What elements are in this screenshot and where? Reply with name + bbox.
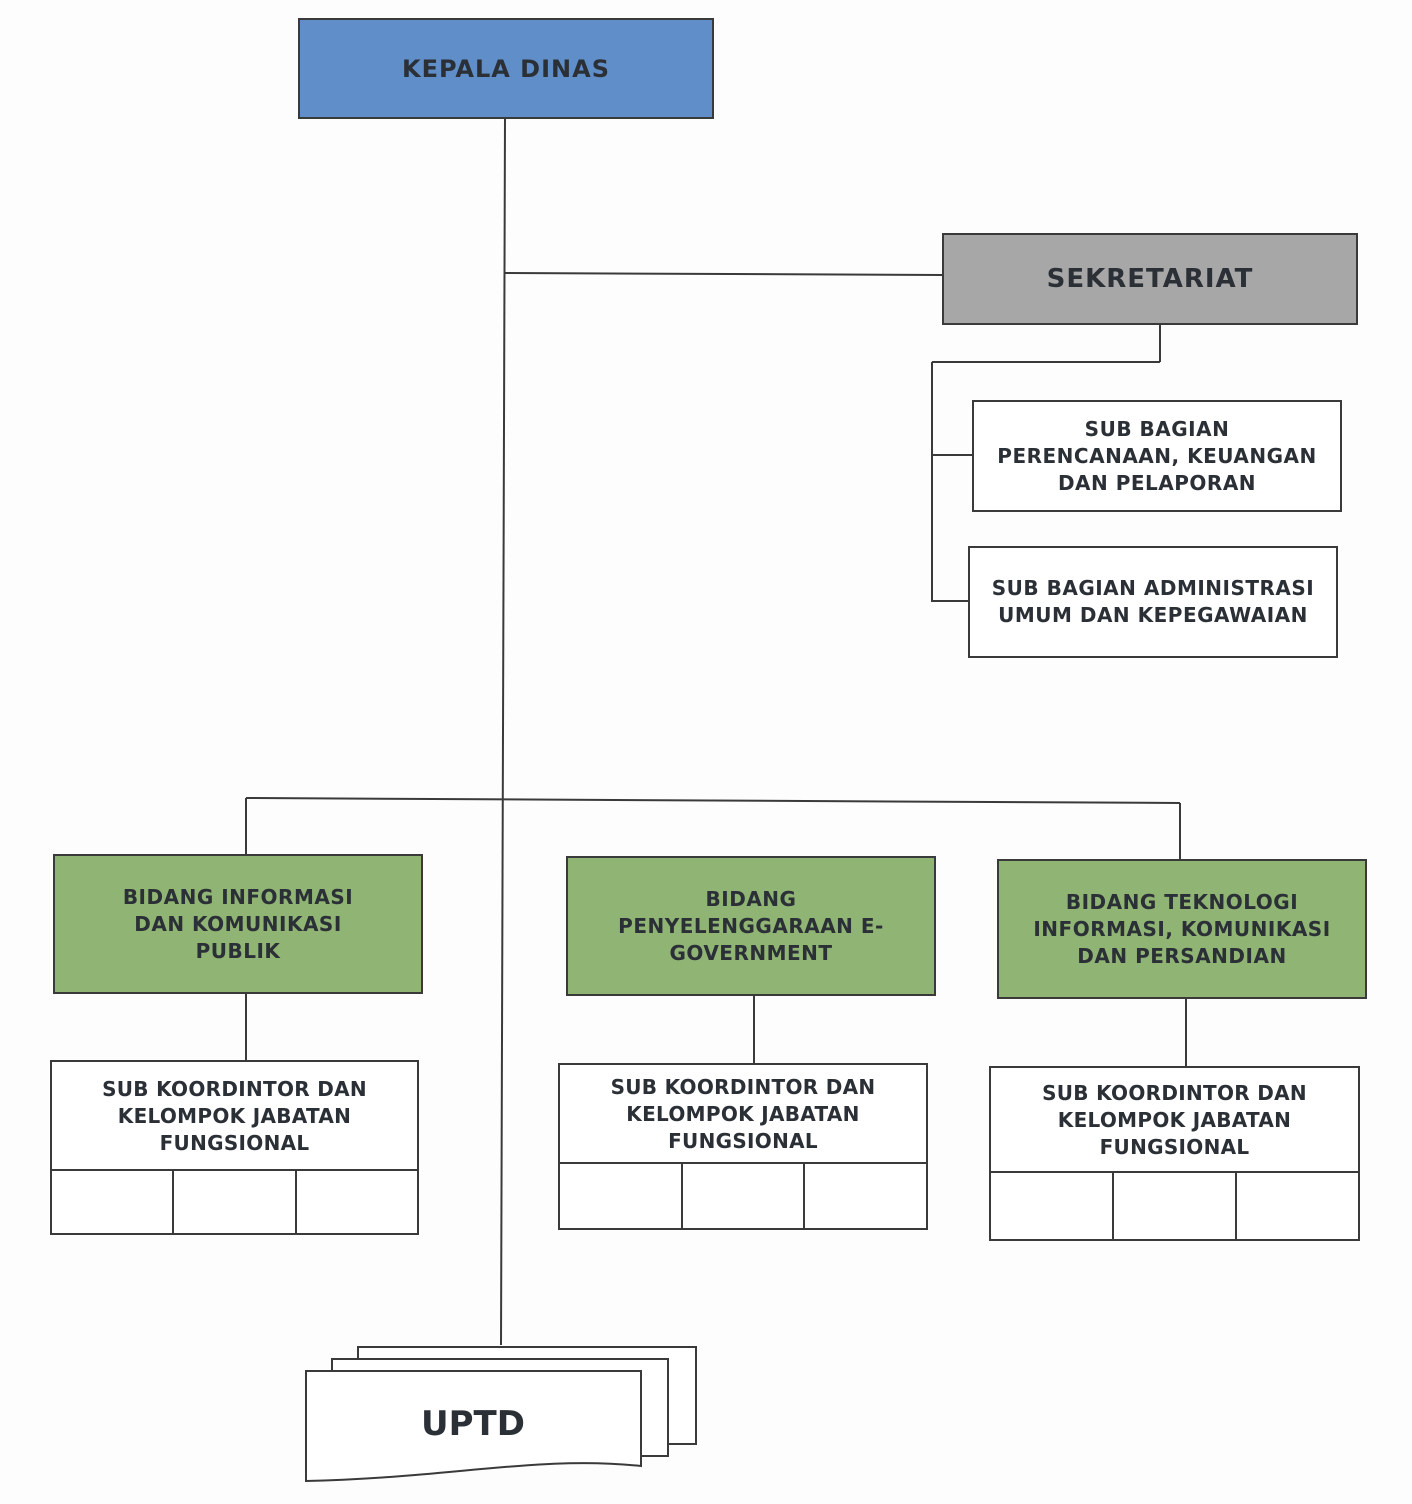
kepala-dinas-box: KEPALA DINAS (298, 18, 714, 119)
bidang-egovernment-box: BIDANG PENYELENGGARAAN E-GOVERNMENT (566, 856, 936, 996)
sekretariat-box: SEKRETARIAT (942, 233, 1358, 325)
bidang-egovernment-label: BIDANG PENYELENGGARAAN E-GOVERNMENT (618, 886, 884, 965)
sub-koordinator-box-1: SUB KOORDINTOR DAN KELOMPOK JABATAN FUNG… (50, 1060, 419, 1235)
sekretariat-label: SEKRETARIAT (1046, 264, 1254, 294)
uptd-shape (305, 1346, 697, 1483)
jabatan-cell (174, 1171, 297, 1233)
jabatan-fungsional-row-3 (991, 1171, 1358, 1239)
jabatan-cell (1114, 1173, 1237, 1239)
kepala-dinas-label: KEPALA DINAS (402, 54, 610, 83)
sub-bagian-perencanaan-label: SUB BAGIAN PERENCANAAN, KEUANGAN DAN PEL… (997, 416, 1317, 495)
sub-bagian-administrasi-box: SUB BAGIAN ADMINISTRASI UMUM DAN KEPEGAW… (968, 546, 1338, 658)
bidang-teknologi-box: BIDANG TEKNOLOGI INFORMASI, KOMUNIKASI D… (997, 859, 1367, 999)
jabatan-cell (683, 1164, 806, 1228)
sub-koordinator-label-2: SUB KOORDINTOR DAN KELOMPOK JABATAN FUNG… (610, 1075, 876, 1153)
jabatan-cell (1237, 1173, 1358, 1239)
uptd-label: UPTD (421, 1404, 525, 1444)
jabatan-cell (991, 1173, 1114, 1239)
jabatan-cell (52, 1171, 175, 1233)
jabatan-fungsional-row-1 (52, 1169, 417, 1233)
jabatan-cell (805, 1164, 926, 1228)
sub-koordinator-label-1: SUB KOORDINTOR DAN KELOMPOK JABATAN FUNG… (102, 1077, 367, 1155)
sub-bagian-administrasi-label: SUB BAGIAN ADMINISTRASI UMUM DAN KEPEGAW… (991, 576, 1315, 627)
trunk-line (500, 117, 506, 1346)
jabatan-cell (297, 1171, 417, 1233)
sekretariat-connector (503, 272, 944, 276)
sub-koordinator-box-3: SUB KOORDINTOR DAN KELOMPOK JABATAN FUNG… (989, 1066, 1360, 1241)
sub-bagian-perencanaan-box: SUB BAGIAN PERENCANAAN, KEUANGAN DAN PEL… (972, 400, 1342, 512)
bidang-informasi-box: BIDANG INFORMASI DAN KOMUNIKASI PUBLIK (53, 854, 423, 994)
sub-koordinator-box-2: SUB KOORDINTOR DAN KELOMPOK JABATAN FUNG… (558, 1063, 928, 1230)
jabatan-fungsional-row-2 (560, 1162, 926, 1228)
sub-koordinator-label-3: SUB KOORDINTOR DAN KELOMPOK JABATAN FUNG… (1042, 1081, 1307, 1159)
bidang-informasi-label: BIDANG INFORMASI DAN KOMUNIKASI PUBLIK (122, 884, 354, 963)
bidang-teknologi-label: BIDANG TEKNOLOGI INFORMASI, KOMUNIKASI D… (1033, 889, 1331, 968)
jabatan-cell (560, 1164, 683, 1228)
bidang-bar (245, 797, 1181, 804)
